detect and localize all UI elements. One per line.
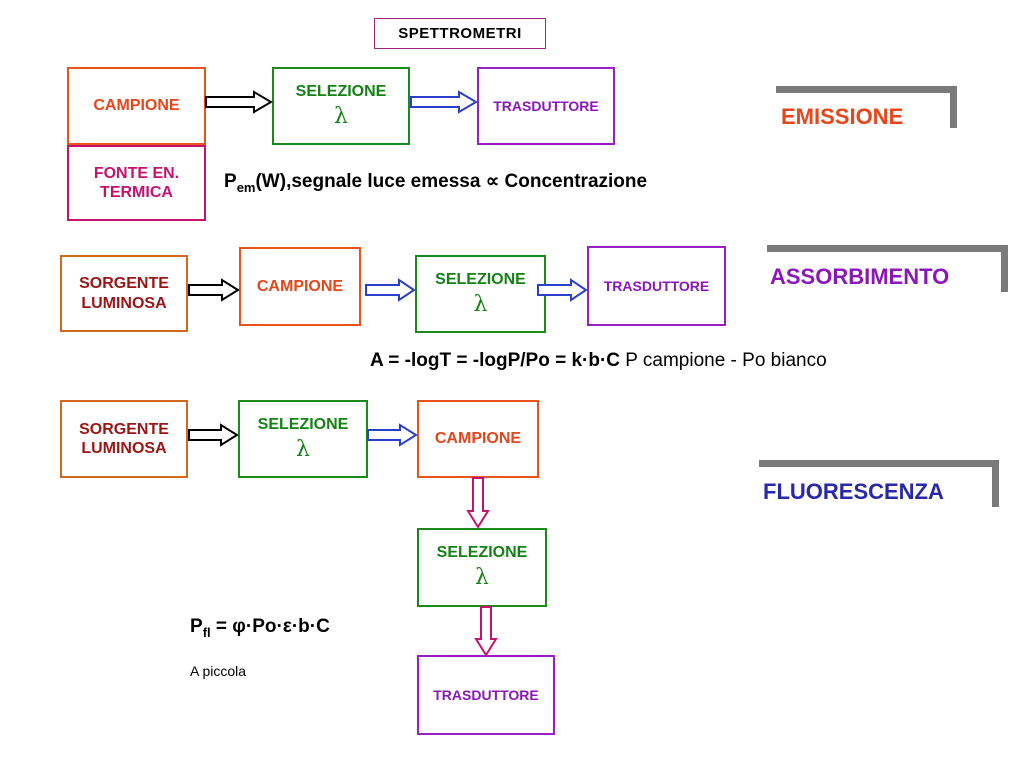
arrow-campione-selezione: [365, 278, 416, 302]
assorbimento-campione-box: CAMPIONE: [239, 247, 361, 326]
fluorescenza-selezione1-box: SELEZIONE λ: [238, 400, 368, 478]
formula-sub: em: [236, 179, 256, 195]
fluorescenza-bracket: [759, 460, 999, 507]
sorgente-line2: LUMINOSA: [81, 294, 167, 312]
formula-bold: A = -logT = -logP/Po = k·b·C: [370, 350, 620, 371]
emissione-campione-label: CAMPIONE: [93, 97, 180, 115]
selezione-label: SELEZIONE: [295, 82, 387, 100]
arrow-campione-selezione: [205, 90, 273, 114]
arrow-campione-selezione-down: [466, 477, 490, 529]
emissione-formula: Pem(W),segnale luce emessa ∝ Concentrazi…: [224, 170, 647, 195]
campione-label: CAMPIONE: [434, 430, 522, 448]
emissione-label: EMISSIONE: [781, 104, 904, 129]
emissione-bracket: [776, 86, 957, 128]
formula-p: P: [190, 616, 203, 637]
sorgente-line2: LUMINOSA: [81, 440, 167, 457]
emissione-selezione-box: SELEZIONE λ: [272, 67, 410, 145]
trasduttore-label: TRASDUTTORE: [493, 97, 599, 114]
assorbimento-bracket: [767, 245, 1008, 292]
selezione-label: SELEZIONE: [257, 415, 349, 433]
fluorescenza-campione-box: CAMPIONE: [417, 400, 539, 478]
emissione-fonte-box: FONTE EN. TERMICA: [67, 145, 206, 221]
arrow-selezione-trasduttore: [410, 90, 478, 114]
emissione-campione-box: CAMPIONE: [67, 67, 206, 145]
diagram-title: SPETTROMETRI: [374, 18, 546, 49]
arrow-sorgente-campione: [188, 278, 240, 302]
fluorescenza-selezione2-box: SELEZIONE λ: [417, 528, 547, 607]
formula-rest: (W),segnale luce emessa ∝ Concentrazione: [255, 171, 648, 192]
campione-label: CAMPIONE: [256, 277, 344, 295]
fluorescenza-trasduttore-box: TRASDUTTORE: [417, 655, 555, 735]
fonte-line1: FONTE EN.: [93, 164, 180, 182]
emissione-trasduttore-box: TRASDUTTORE: [477, 67, 615, 145]
formula-p: P: [224, 171, 237, 192]
selezione-label: SELEZIONE: [435, 270, 526, 288]
formula-sub: fl: [202, 624, 211, 640]
fluorescenza-label: FLUORESCENZA: [763, 479, 944, 504]
arrow-selezione-trasduttore-down: [474, 606, 498, 657]
selezione-label: SELEZIONE: [436, 544, 528, 562]
arrow-selezione-trasduttore: [537, 278, 588, 302]
sorgente-line1: SORGENTE: [79, 275, 169, 293]
assorbimento-trasduttore-box: TRASDUTTORE: [587, 246, 726, 326]
lambda-symbol: λ: [296, 436, 310, 462]
trasduttore-label: TRASDUTTORE: [603, 277, 710, 294]
formula-normal: P campione - Po bianco: [620, 350, 827, 371]
fluorescenza-formula: Pfl = φ·Po·ε·b·C: [190, 616, 330, 640]
fluorescenza-sorgente-box: SORGENTE LUMINOSA: [60, 400, 188, 478]
assorbimento-sorgente-box: SORGENTE LUMINOSA: [60, 255, 188, 332]
assorbimento-label: ASSORBIMENTO: [770, 264, 950, 289]
trasduttore-label: TRASDUTTORE: [433, 686, 539, 703]
sorgente-line1: SORGENTE: [79, 420, 169, 438]
lambda-symbol: λ: [334, 103, 348, 129]
lambda-symbol: λ: [475, 565, 489, 591]
assorbimento-formula: A = -logT = -logP/Po = k·b·C P campione …: [370, 350, 827, 372]
formula-rest: = φ·Po·ε·b·C: [210, 616, 330, 637]
lambda-symbol: λ: [473, 291, 488, 317]
fonte-line2: TERMICA: [100, 184, 173, 201]
fluorescenza-note: A piccola: [190, 663, 247, 679]
arrow-selezione-campione: [367, 423, 418, 447]
arrow-sorgente-selezione: [188, 423, 239, 447]
